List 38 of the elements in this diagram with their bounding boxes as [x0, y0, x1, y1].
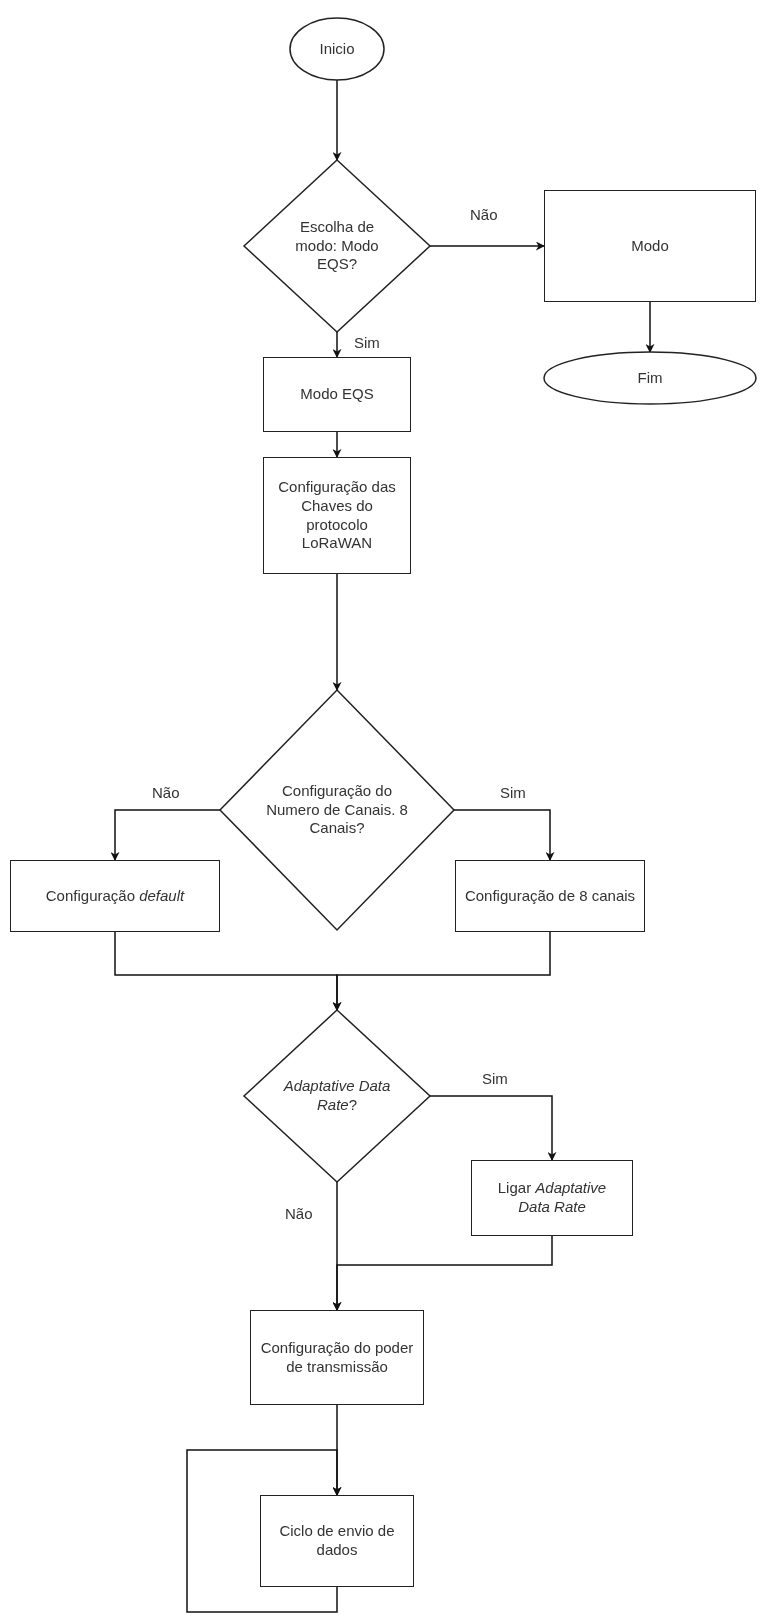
process-box: [544, 190, 756, 302]
process-box: [10, 860, 220, 932]
node-text: Configuração do poder de transmissão: [259, 1338, 415, 1377]
node-text: Configuração default: [45, 886, 185, 906]
arrow: [332, 1235, 553, 1311]
decision-diamond: [244, 160, 430, 332]
arrow: [429, 241, 545, 251]
process-box: [260, 1495, 414, 1587]
process-box: [471, 1160, 633, 1236]
arrow: [332, 79, 342, 161]
node-text: Escolha de modo: Modo EQS?: [294, 217, 380, 275]
node-text: Ligar Adaptative Data Rate: [496, 1179, 608, 1217]
node-text: Adaptative Data Rate?: [282, 1077, 392, 1115]
arrow: [332, 331, 342, 358]
arrow: [110, 809, 221, 861]
decision-diamond: [220, 690, 454, 930]
arrow: [453, 809, 555, 861]
node-text: Configuração de 8 canais: [464, 886, 636, 906]
node-text: Ciclo de envio de dados: [278, 1522, 396, 1560]
terminal-ellipse: [290, 18, 384, 80]
decision-diamond: [244, 1010, 430, 1182]
node-text: Modo EQS: [300, 385, 374, 404]
node-text: Configuração do Numero de Canais. 8 Canais?: [265, 781, 409, 839]
node-text: Configuração das Chaves do protocolo LoRaWAN: [277, 478, 397, 553]
node-text: Inicio: [319, 39, 355, 59]
node-text: Modo: [631, 236, 669, 256]
node-text: Fim: [637, 368, 663, 388]
arrow: [186, 1449, 342, 1613]
arrow: [645, 301, 655, 353]
arrow: [332, 931, 551, 1011]
process-box: [263, 357, 411, 432]
process-box: [263, 457, 411, 574]
arrow: [332, 431, 342, 458]
terminal-ellipse: [544, 352, 756, 404]
arrow: [332, 573, 342, 691]
process-box: [250, 1310, 424, 1405]
arrow: [429, 1095, 557, 1161]
process-box: [455, 860, 645, 932]
